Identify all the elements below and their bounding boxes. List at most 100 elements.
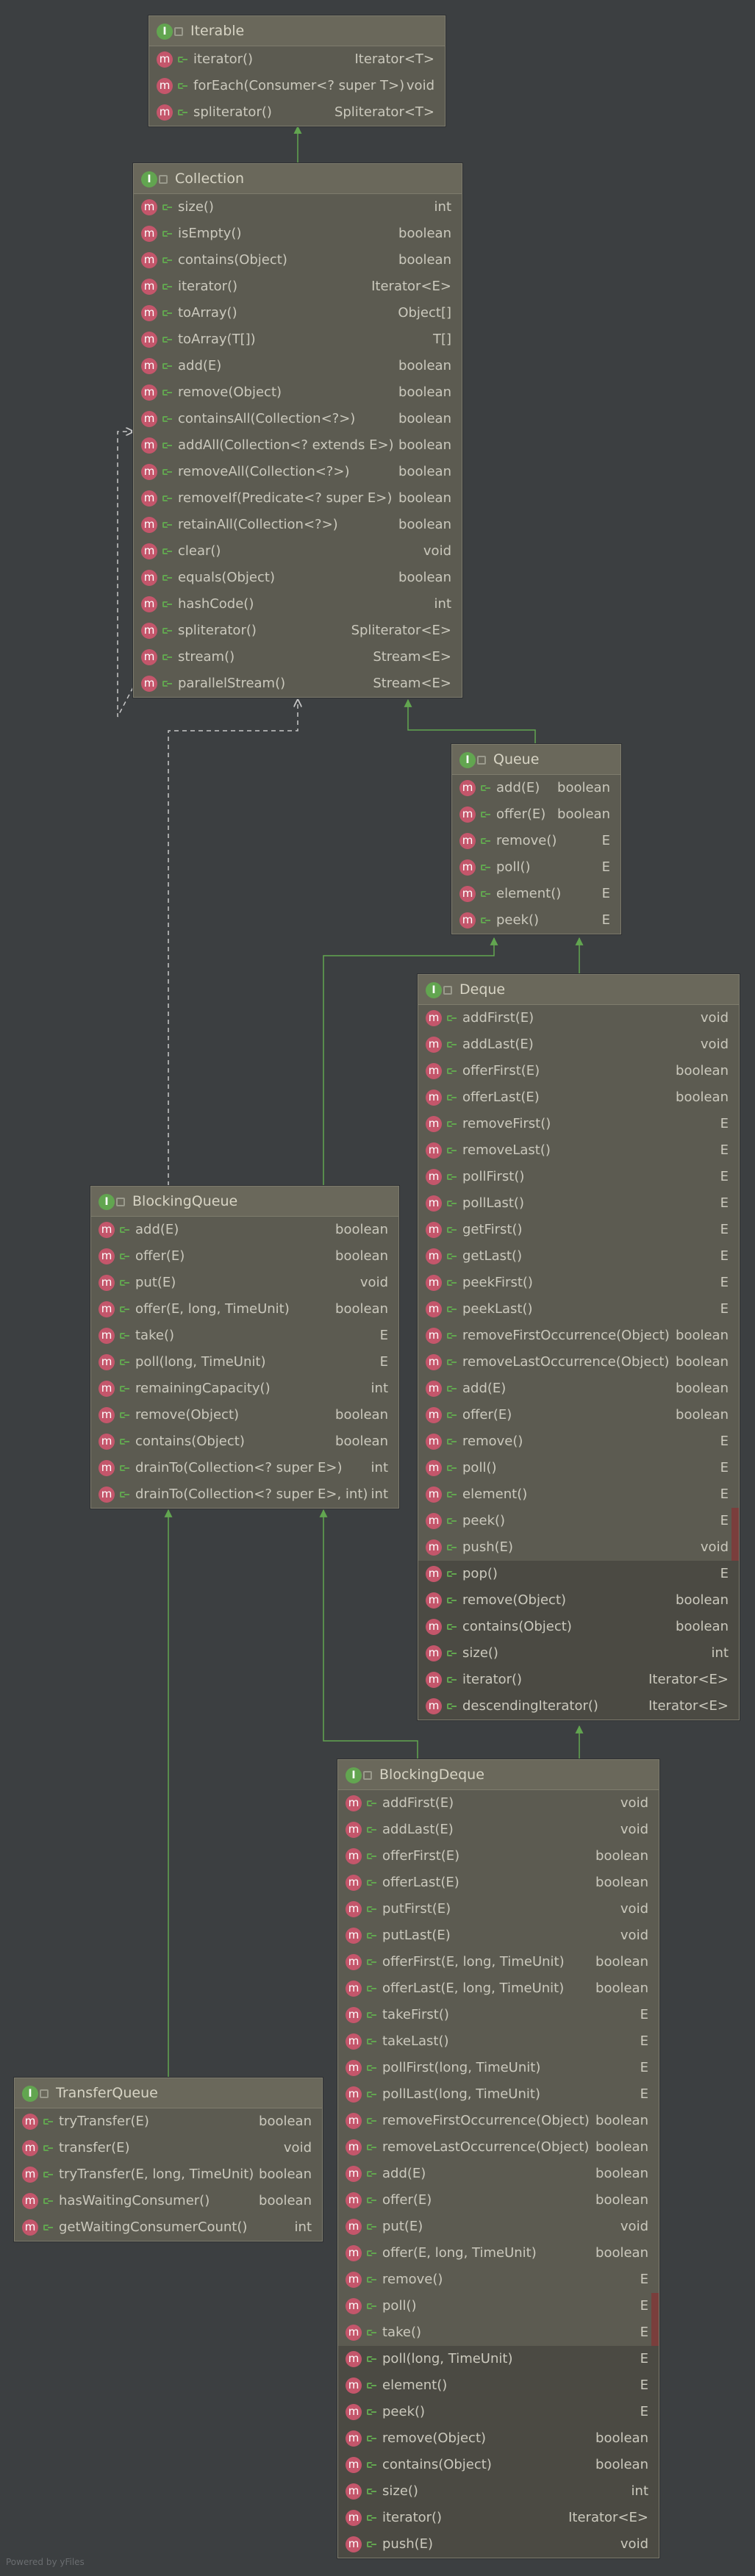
method-row-remove-if[interactable]: mremoveIf(Predicate<? super E>)boolean — [134, 485, 462, 512]
method-row-remove-first[interactable]: mremoveFirst()E — [418, 1111, 739, 1137]
method-row-poll[interactable]: mpoll(long, TimeUnit)E — [91, 1349, 398, 1375]
method-row-element[interactable]: melement()E — [418, 1481, 739, 1508]
method-row-take[interactable]: mtake()E — [91, 1323, 398, 1349]
method-row-contains[interactable]: mcontains(Object)boolean — [418, 1614, 739, 1640]
class-queue[interactable]: IQueuemadd(E)booleanmoffer(E)booleanmrem… — [451, 744, 621, 934]
method-row-put-first[interactable]: mputFirst(E)void — [338, 1896, 659, 1922]
method-row-is-empty[interactable]: misEmpty()boolean — [134, 221, 462, 247]
method-row-get-first[interactable]: mgetFirst()E — [418, 1217, 739, 1243]
class-header[interactable]: IDeque — [418, 975, 739, 1005]
method-row-add-first[interactable]: maddFirst(E)void — [418, 1005, 739, 1031]
class-transferqueue[interactable]: ITransferQueuemtryTransfer(E)booleanmtra… — [14, 2078, 323, 2242]
method-row-offer[interactable]: moffer(E, long, TimeUnit)boolean — [91, 1296, 398, 1323]
class-header[interactable]: IBlockingDeque — [338, 1760, 659, 1790]
class-header[interactable]: ICollection — [134, 164, 462, 194]
class-collection[interactable]: ICollectionmsize()intmisEmpty()booleanmc… — [133, 163, 462, 698]
method-row-parallel-stream[interactable]: mparallelStream()Stream<E> — [134, 670, 462, 697]
class-header[interactable]: ITransferQueue — [15, 2078, 322, 2108]
method-row-remove[interactable]: mremove()E — [338, 2266, 659, 2293]
method-row-poll[interactable]: mpoll()E — [338, 2293, 659, 2319]
method-row-contains[interactable]: mcontains(Object)boolean — [91, 1428, 398, 1455]
method-row-poll[interactable]: mpoll()E — [452, 854, 620, 881]
method-row-stream[interactable]: mstream()Stream<E> — [134, 644, 462, 670]
method-row-peek-last[interactable]: mpeekLast()E — [418, 1296, 739, 1323]
class-header[interactable]: IQueue — [452, 745, 620, 775]
method-row-try-transfer[interactable]: mtryTransfer(E)boolean — [15, 2108, 322, 2135]
method-row-size[interactable]: msize()int — [338, 2478, 659, 2505]
method-row-remove-last[interactable]: mremoveLast()E — [418, 1137, 739, 1164]
method-row-offer[interactable]: moffer(E)boolean — [452, 801, 620, 828]
method-row-drain-to[interactable]: mdrainTo(Collection<? super E>, int)int — [91, 1481, 398, 1508]
method-row-pop[interactable]: mpop()E — [418, 1561, 739, 1587]
method-row-remove[interactable]: mremove()E — [418, 1428, 739, 1455]
method-row-put[interactable]: mput(E)void — [91, 1270, 398, 1296]
method-row-offer-first[interactable]: mofferFirst(E)boolean — [418, 1058, 739, 1084]
method-row-offer-last[interactable]: mofferLast(E)boolean — [418, 1084, 739, 1111]
method-row-clear[interactable]: mclear()void — [134, 538, 462, 565]
method-row-get-waiting-consumer-count[interactable]: mgetWaitingConsumerCount()int — [15, 2214, 322, 2241]
method-row-retain-all[interactable]: mretainAll(Collection<?>)boolean — [134, 512, 462, 538]
method-row-offer-last[interactable]: mofferLast(E, long, TimeUnit)boolean — [338, 1975, 659, 2002]
method-row-poll-first[interactable]: mpollFirst()E — [418, 1164, 739, 1190]
method-row-peek-first[interactable]: mpeekFirst()E — [418, 1270, 739, 1296]
class-blockingqueue[interactable]: IBlockingQueuemadd(E)booleanmoffer(E)boo… — [90, 1186, 399, 1509]
class-header[interactable]: IIterable — [149, 16, 445, 46]
method-row-offer-last[interactable]: mofferLast(E)boolean — [338, 1870, 659, 1896]
method-row-remove-last-occurrence[interactable]: mremoveLastOccurrence(Object)boolean — [338, 2134, 659, 2161]
method-row-transfer[interactable]: mtransfer(E)void — [15, 2135, 322, 2161]
method-row-remove[interactable]: mremove(Object)boolean — [418, 1587, 739, 1614]
method-row-offer[interactable]: moffer(E)boolean — [418, 1402, 739, 1428]
method-row-has-waiting-consumer[interactable]: mhasWaitingConsumer()boolean — [15, 2188, 322, 2214]
method-row-add[interactable]: madd(E)boolean — [452, 775, 620, 801]
method-row-hash-code[interactable]: mhashCode()int — [134, 591, 462, 618]
method-row-poll[interactable]: mpoll()E — [418, 1455, 739, 1481]
method-row-iterator[interactable]: miterator()Iterator<T> — [149, 46, 445, 73]
method-row-push[interactable]: mpush(E)void — [418, 1534, 739, 1561]
method-row-add-last[interactable]: maddLast(E)void — [418, 1031, 739, 1058]
method-row-element[interactable]: melement()E — [452, 881, 620, 907]
method-row-for-each[interactable]: mforEach(Consumer<? super T>)void — [149, 73, 445, 99]
method-row-take[interactable]: mtake()E — [338, 2319, 659, 2346]
method-row-remove[interactable]: mremove()E — [452, 828, 620, 854]
method-row-spliterator[interactable]: mspliterator()Spliterator<T> — [149, 99, 445, 126]
method-row-try-transfer[interactable]: mtryTransfer(E, long, TimeUnit)boolean — [15, 2161, 322, 2188]
method-row-add[interactable]: madd(E)boolean — [134, 353, 462, 379]
class-iterable[interactable]: IIterablemiterator()Iterator<T>mforEach(… — [149, 15, 446, 126]
method-row-add-last[interactable]: maddLast(E)void — [338, 1817, 659, 1843]
method-row-remove-first-occurrence[interactable]: mremoveFirstOccurrence(Object)boolean — [338, 2108, 659, 2134]
method-row-remove-all[interactable]: mremoveAll(Collection<?>)boolean — [134, 459, 462, 485]
method-row-offer[interactable]: moffer(E)boolean — [338, 2187, 659, 2214]
method-row-contains-all[interactable]: mcontainsAll(Collection<?>)boolean — [134, 406, 462, 432]
method-row-poll-last[interactable]: mpollLast()E — [418, 1190, 739, 1217]
method-row-drain-to[interactable]: mdrainTo(Collection<? super E>)int — [91, 1455, 398, 1481]
method-row-add[interactable]: madd(E)boolean — [418, 1375, 739, 1402]
method-row-add-all[interactable]: maddAll(Collection<? extends E>)boolean — [134, 432, 462, 459]
method-row-descending-iterator[interactable]: mdescendingIterator()Iterator<E> — [418, 1693, 739, 1720]
method-row-add[interactable]: madd(E)boolean — [91, 1217, 398, 1243]
method-row-put-last[interactable]: mputLast(E)void — [338, 1922, 659, 1949]
method-row-remove[interactable]: mremove(Object)boolean — [134, 379, 462, 406]
method-row-peek[interactable]: mpeek()E — [338, 2399, 659, 2425]
method-row-contains[interactable]: mcontains(Object)boolean — [134, 247, 462, 273]
method-row-to-array[interactable]: mtoArray()Object[] — [134, 300, 462, 326]
method-row-put[interactable]: mput(E)void — [338, 2214, 659, 2240]
method-row-poll-last[interactable]: mpollLast(long, TimeUnit)E — [338, 2081, 659, 2108]
method-row-peek[interactable]: mpeek()E — [452, 907, 620, 934]
method-row-push[interactable]: mpush(E)void — [338, 2531, 659, 2558]
method-row-peek[interactable]: mpeek()E — [418, 1508, 739, 1534]
method-row-offer[interactable]: moffer(E, long, TimeUnit)boolean — [338, 2240, 659, 2266]
method-row-element[interactable]: melement()E — [338, 2372, 659, 2399]
method-row-take-first[interactable]: mtakeFirst()E — [338, 2002, 659, 2028]
method-row-iterator[interactable]: miterator()Iterator<E> — [418, 1667, 739, 1693]
method-row-remove-last-occurrence[interactable]: mremoveLastOccurrence(Object)boolean — [418, 1349, 739, 1375]
method-row-poll[interactable]: mpoll(long, TimeUnit)E — [338, 2346, 659, 2372]
method-row-remove[interactable]: mremove(Object)boolean — [338, 2425, 659, 2452]
method-row-iterator[interactable]: miterator()Iterator<E> — [338, 2505, 659, 2531]
method-row-iterator[interactable]: miterator()Iterator<E> — [134, 273, 462, 300]
class-blockingdeque[interactable]: IBlockingDequemaddFirst(E)voidmaddLast(E… — [337, 1759, 659, 2558]
method-row-contains[interactable]: mcontains(Object)boolean — [338, 2452, 659, 2478]
method-row-offer-first[interactable]: mofferFirst(E, long, TimeUnit)boolean — [338, 1949, 659, 1975]
method-row-add-first[interactable]: maddFirst(E)void — [338, 1790, 659, 1817]
method-row-to-array[interactable]: mtoArray(T[])T[] — [134, 326, 462, 353]
class-deque[interactable]: IDequemaddFirst(E)voidmaddLast(E)voidmof… — [418, 974, 740, 1720]
